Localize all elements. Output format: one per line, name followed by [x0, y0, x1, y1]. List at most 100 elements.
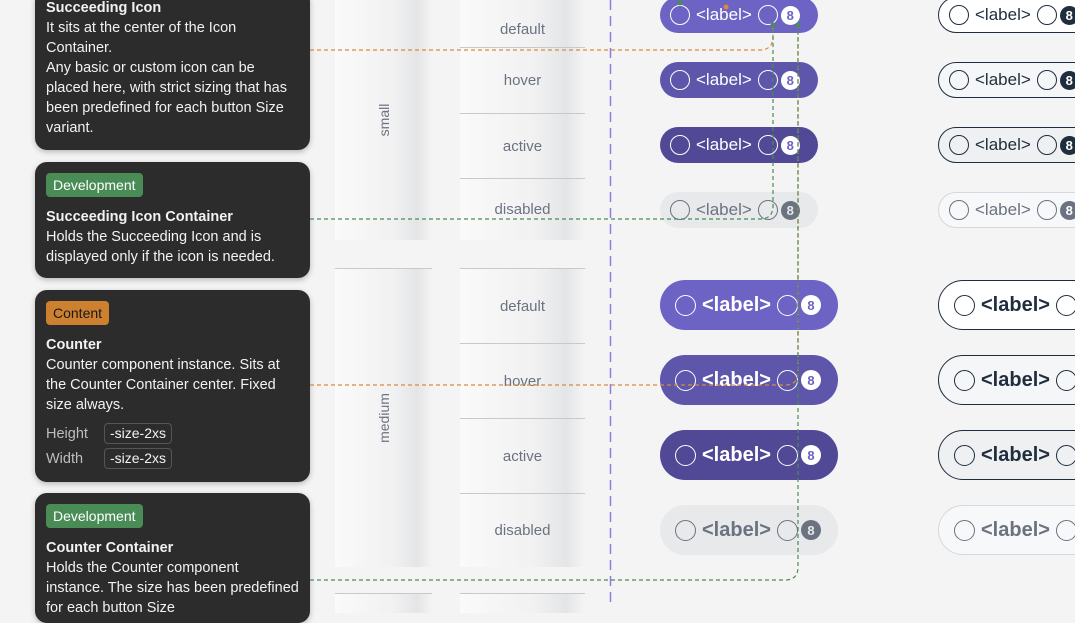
filled-button-small-default[interactable]: <label> 8 [660, 0, 818, 33]
button-label: <label> [975, 135, 1031, 154]
card-body: Holds the Succeeding Icon and is display… [46, 229, 275, 265]
succeeding-icon [776, 369, 798, 391]
annotation-card-succeeding-icon: Succeeding Icon It sits at the center of… [35, 0, 310, 150]
leading-icon [670, 200, 690, 220]
leading-icon [949, 5, 969, 25]
prop-key: Height [46, 425, 88, 442]
leading-icon [670, 70, 690, 90]
state-small-default: default [460, 0, 585, 47]
button-label: <label> [975, 70, 1031, 89]
outline-button-small-default[interactable]: <label>8 [938, 0, 1075, 33]
succeeding-icon [757, 135, 778, 155]
outline-button-medium-hover[interactable]: <label>8 [938, 355, 1075, 405]
state-label: active [502, 137, 543, 155]
state-label: default [499, 297, 546, 315]
state-label: active [502, 447, 543, 465]
state-medium-hover: hover [460, 343, 585, 418]
counter: 8 [800, 445, 821, 465]
counter: 8 [780, 135, 800, 155]
counter: 8 [800, 295, 821, 315]
filled-button-medium-active[interactable]: <label> 8 [660, 430, 838, 480]
leading-icon [670, 135, 690, 155]
succeeding-icon [1036, 5, 1057, 25]
card-title: Counter [46, 337, 102, 353]
succeeding-icon [1036, 70, 1057, 90]
button-label: <label> [696, 135, 752, 154]
size-label: small [375, 103, 392, 136]
leading-icon [954, 369, 975, 391]
button-label: <label> [696, 200, 752, 219]
button-label: <label> [975, 200, 1031, 219]
outline-button-small-hover[interactable]: <label> 8 [938, 62, 1075, 98]
state-medium-disabled: disabled [460, 493, 585, 567]
succeeding-icon [1055, 519, 1075, 541]
button-label: <label> [981, 368, 1050, 391]
state-label: hover [503, 72, 542, 89]
state-small-active: active [460, 113, 585, 178]
button-label: <label> [981, 443, 1050, 466]
prop-height: Height -size-2xs [46, 423, 299, 444]
card-body: Counter component instance. Sits at the … [46, 357, 280, 413]
state-label: hover [503, 372, 542, 390]
leading-icon [670, 5, 690, 25]
card-body: Holds the Counter component instance. Th… [46, 560, 299, 616]
card-title: Succeeding Icon Container [46, 209, 233, 225]
filled-button-small-hover[interactable]: <label>8 [660, 62, 818, 98]
succeeding-icon [757, 5, 778, 25]
size-label: medium [375, 393, 392, 443]
button-label: <label> [702, 518, 771, 541]
leading-icon [675, 369, 696, 391]
button-label: <label> [696, 5, 752, 24]
annotation-card-counter: Content Counter Counter component instan… [35, 290, 310, 482]
filled-button-medium-disabled: <label> 8 [660, 505, 838, 555]
outline-button-medium-disabled: <label>8 [938, 505, 1075, 555]
outline-button-small-disabled: <label> 8 [938, 192, 1075, 228]
filled-button-small-disabled: <label>8 [660, 192, 818, 228]
prop-value: -size-2xs [104, 448, 173, 469]
annotation-card-counter-container: Development Counter Container Holds the … [35, 493, 310, 623]
leading-icon [949, 135, 969, 155]
counter: 8 [1059, 70, 1075, 90]
outline-button-medium-active[interactable]: <label>8 [938, 430, 1075, 480]
state-small-hover: hover [460, 47, 585, 113]
size-panel-medium: medium [335, 268, 432, 567]
succeeding-icon [757, 70, 778, 90]
succeeding-icon [776, 519, 798, 541]
size-panel-small: small [335, 0, 432, 240]
counter: 8 [1059, 135, 1075, 155]
leading-icon [954, 444, 975, 466]
button-label: <label> [702, 293, 771, 316]
state-small-disabled: disabled [460, 178, 585, 240]
leading-icon [675, 294, 696, 316]
filled-button-medium-hover[interactable]: <label>8 [660, 355, 838, 405]
card-title: Counter Container [46, 540, 174, 556]
button-label: <label> [702, 443, 771, 466]
succeeding-icon [1036, 135, 1057, 155]
counter: 8 [1059, 5, 1075, 25]
succeeding-icon [776, 294, 798, 316]
succeeding-icon [757, 200, 778, 220]
button-label: <label> [981, 518, 1050, 541]
counter: 8 [800, 520, 821, 540]
outline-button-medium-default[interactable]: <label>8 [938, 280, 1075, 330]
prop-width: Width -size-2xs [46, 448, 299, 469]
card-title: Succeeding Icon [46, 0, 162, 16]
succeeding-icon [1055, 294, 1075, 316]
succeeding-icon [1055, 444, 1075, 466]
prop-key: Width [46, 450, 84, 467]
card-body: It sits at the center of the Icon Contai… [46, 20, 287, 136]
filled-button-small-active[interactable]: <label> 8 [660, 127, 818, 163]
annotation-card-succeeding-icon-container: Development Succeeding Icon Container Ho… [35, 162, 310, 278]
leading-icon [954, 294, 975, 316]
state-medium-default: default [460, 268, 585, 343]
counter: 8 [780, 5, 800, 25]
state-medium-active: active [460, 418, 585, 493]
size-panel-next [335, 593, 432, 613]
filled-button-medium-default[interactable]: <label> 8 [660, 280, 838, 330]
succeeding-icon [776, 444, 798, 466]
button-label: <label> [981, 293, 1050, 316]
outline-button-small-active[interactable]: <label> 8 [938, 127, 1075, 163]
counter: 8 [1059, 200, 1075, 220]
leading-icon [954, 519, 975, 541]
development-tag: Development [46, 504, 143, 528]
